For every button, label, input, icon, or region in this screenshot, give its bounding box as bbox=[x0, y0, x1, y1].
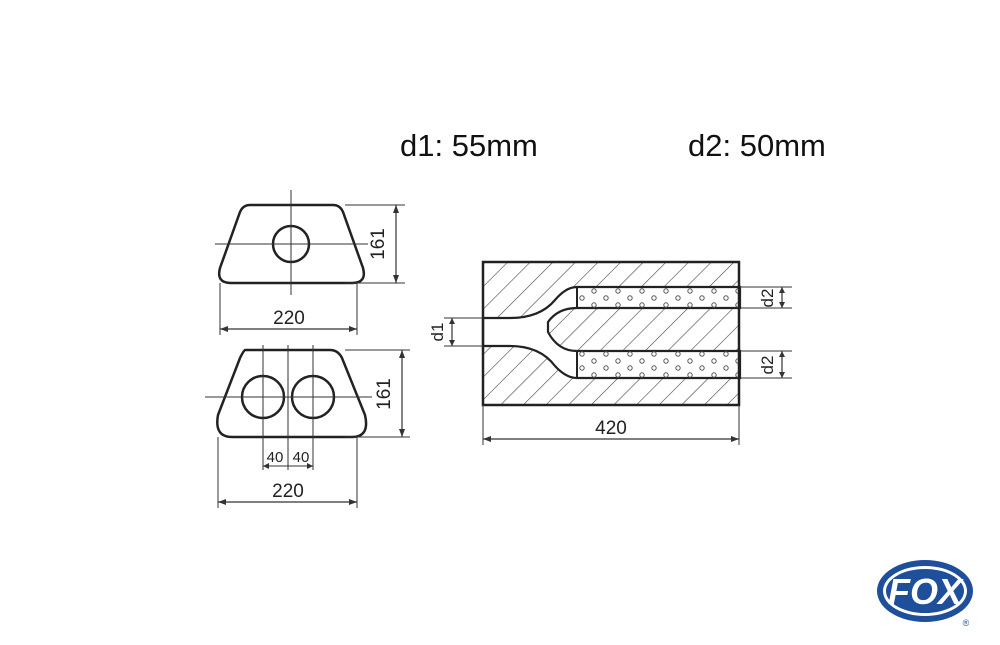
double-height-label: 161 bbox=[374, 378, 395, 410]
fox-logo-text: FOX bbox=[888, 571, 964, 612]
perforated-pipe-bottom bbox=[577, 351, 740, 378]
fox-logo: FOX ® bbox=[877, 560, 973, 628]
front-view-single: 161 220 bbox=[215, 190, 405, 335]
d1-label: d1 bbox=[428, 323, 447, 342]
double-spacing-right-label: 40 bbox=[293, 449, 310, 466]
d2-top-label: d2 bbox=[758, 289, 777, 308]
side-section-view: d1 d2 d2 420 bbox=[428, 260, 792, 445]
length-label: 420 bbox=[595, 418, 627, 439]
spec-d2: d2: 50mm bbox=[688, 128, 826, 163]
double-spacing-left-label: 40 bbox=[267, 449, 284, 466]
double-width-label: 220 bbox=[272, 481, 304, 502]
d2-bottom-label: d2 bbox=[758, 356, 777, 375]
single-height-label: 161 bbox=[368, 228, 389, 260]
spec-d1: d1: 55mm bbox=[400, 128, 538, 163]
single-width-label: 220 bbox=[273, 308, 305, 329]
fox-logo-registered: ® bbox=[963, 618, 970, 628]
front-view-double: 161 40 40 220 bbox=[205, 345, 410, 508]
perforated-pipe-top bbox=[577, 287, 740, 308]
